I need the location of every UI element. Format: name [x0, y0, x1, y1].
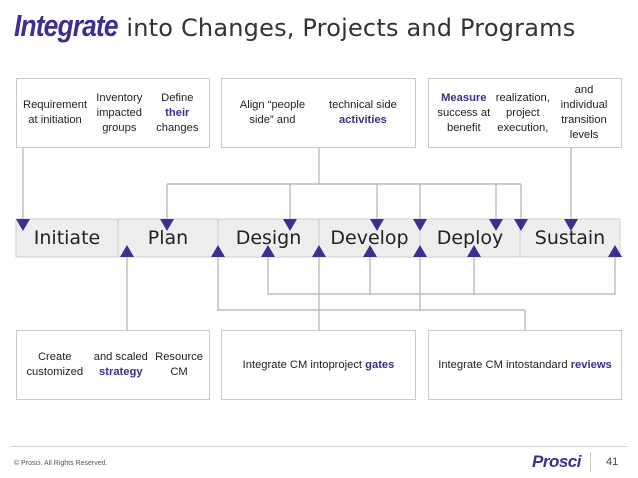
highlight-word: reviews	[570, 358, 612, 371]
up-arrow-marker	[261, 245, 275, 257]
connector-line	[267, 257, 616, 295]
down-arrow-marker	[489, 219, 503, 231]
highlight-word: gates	[365, 358, 395, 371]
up-arrow-marker	[608, 245, 622, 257]
box-text-line: Align “people side” and	[228, 98, 317, 128]
phase-develop: Develop	[330, 227, 409, 249]
box-text: Resource CM	[155, 351, 203, 378]
phase-markers	[16, 219, 622, 257]
up-arrow-marker	[363, 245, 377, 257]
phase-design: Design	[235, 227, 302, 249]
copyright: © Prosci. All Rights Reserved.	[14, 460, 108, 467]
box-text-line: Integrate CM into	[438, 358, 524, 373]
box-text: and individual transition levels	[560, 84, 608, 141]
up-arrow-marker	[211, 245, 225, 257]
box-text: project	[328, 358, 366, 371]
box-text: technical side	[329, 99, 397, 111]
connector-lines	[22, 148, 616, 330]
highlight-word: activities	[338, 114, 387, 126]
box-text-line: Resource CM	[155, 350, 203, 380]
box-text-line: standard reviews	[524, 358, 612, 373]
box-text: success at benefit	[437, 106, 491, 134]
phase-initiate: Initiate	[33, 227, 101, 249]
box-text-line: realization, project execution,	[493, 91, 553, 136]
box-text: Define	[161, 91, 194, 104]
title-highlight: Integrate	[14, 8, 118, 43]
phase-deploy: Deploy	[436, 227, 504, 249]
box-text: changes	[156, 121, 199, 134]
box-text-line: technical side activities	[317, 98, 409, 128]
up-arrow-marker	[467, 245, 481, 257]
box-text: standard	[524, 358, 571, 371]
align-box: Align “people side” and technical side ac…	[221, 78, 416, 148]
logo-divider	[590, 452, 591, 472]
box-text-line: project gates	[328, 358, 394, 373]
prosci-logo: Prosci	[532, 452, 581, 471]
up-arrow-marker	[413, 245, 427, 257]
box-text: realization, project execution,	[495, 91, 550, 134]
footer-divider	[10, 446, 628, 447]
box-text: Integrate CM into	[242, 358, 329, 371]
slide-title: Integrate into Changes, Projects and Pro…	[14, 8, 575, 48]
highlight-word: Measure	[441, 91, 487, 104]
phase-sustain: Sustain	[534, 227, 606, 249]
box-text: and scaled	[93, 351, 148, 363]
box-text: Inventory impacted groups	[96, 91, 143, 134]
down-arrow-marker	[370, 219, 384, 231]
box-text-line: Measure success at benefit	[435, 91, 493, 136]
box-text-line: Integrate CM into	[243, 358, 329, 373]
up-arrow-marker	[312, 245, 326, 257]
down-arrow-marker	[514, 219, 528, 231]
requirement-box: Requirement at initiation Inventory impac…	[16, 78, 210, 148]
down-arrow-marker	[160, 219, 174, 231]
highlight-word: strategy	[99, 366, 143, 378]
box-text: Create customized	[26, 351, 84, 378]
phase-plan: Plan	[147, 227, 189, 249]
box-text-line: Define their changes	[152, 91, 203, 136]
down-arrow-marker	[16, 219, 30, 231]
box-text-line: Inventory impacted groups	[87, 91, 152, 136]
connector-line	[217, 257, 525, 311]
box-text: Integrate CM into	[438, 358, 525, 371]
box-text-line: Create customized	[23, 350, 87, 380]
down-arrow-marker	[413, 219, 427, 231]
box-text-line: Requirement at initiation	[23, 98, 87, 128]
box-text: Align “people side” and	[239, 99, 306, 126]
up-arrow-marker	[120, 245, 134, 257]
box-text-line: and scaled strategy	[87, 350, 156, 380]
down-arrow-marker	[564, 219, 578, 231]
box-text-line: and individual transition levels	[553, 83, 615, 143]
highlight-word: their	[165, 106, 190, 119]
page-number: 41	[606, 456, 619, 468]
down-arrow-marker	[283, 219, 297, 231]
box-text: Requirement at initiation	[23, 99, 88, 126]
title-text: into Changes, Projects and Programs	[126, 14, 576, 42]
